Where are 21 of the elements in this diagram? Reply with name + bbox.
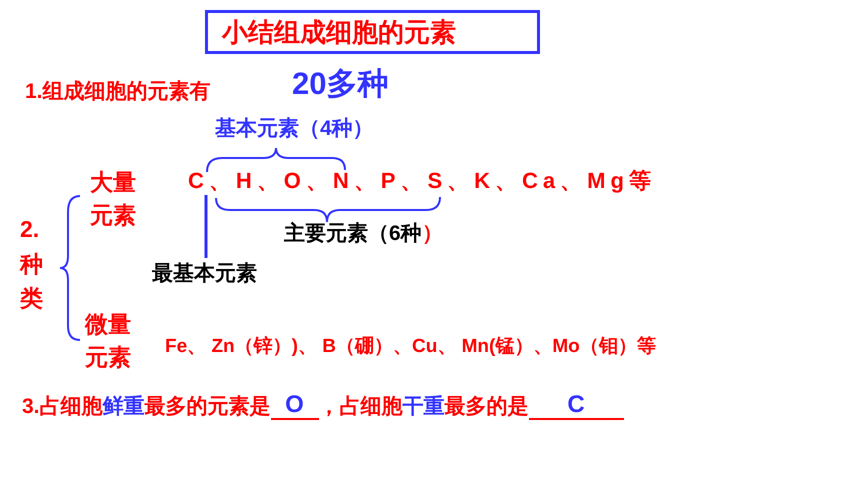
- answer-blank: O: [270, 392, 319, 420]
- leader-line: [204, 195, 208, 258]
- question-text: ，占细胞: [318, 394, 403, 420]
- group-label: 基本元素（4种）: [215, 117, 374, 142]
- question-text: 鲜重: [102, 394, 145, 420]
- title-box: 小结组成细胞的元素: [205, 10, 540, 54]
- annotation-text: 最基本元素: [152, 262, 257, 286]
- category-label: 微量元素: [85, 310, 132, 372]
- group-label: 主要元素（6种: [284, 222, 422, 246]
- section-heading: 2.种类: [20, 215, 44, 313]
- question-text: 3.占细胞: [22, 394, 103, 420]
- category-label: 大量元素: [90, 168, 137, 230]
- highlight-number: 20多种: [292, 66, 388, 102]
- question-text: 最多的是: [444, 394, 529, 420]
- element-list: Fe、 Zn（锌）)、 B（硼）、Cu、 Mn(锰）、Mo（钼）等: [165, 336, 656, 358]
- section-heading: 1.组成细胞的元素有: [25, 80, 211, 104]
- bracket-text: ）: [422, 222, 443, 246]
- element-list: C、H、O、N、P、S、K、Ca、Mg等: [188, 168, 656, 194]
- question-text: 干重: [402, 394, 445, 420]
- question-text: 最多的元素是: [144, 394, 271, 420]
- answer-blank: C: [528, 392, 624, 420]
